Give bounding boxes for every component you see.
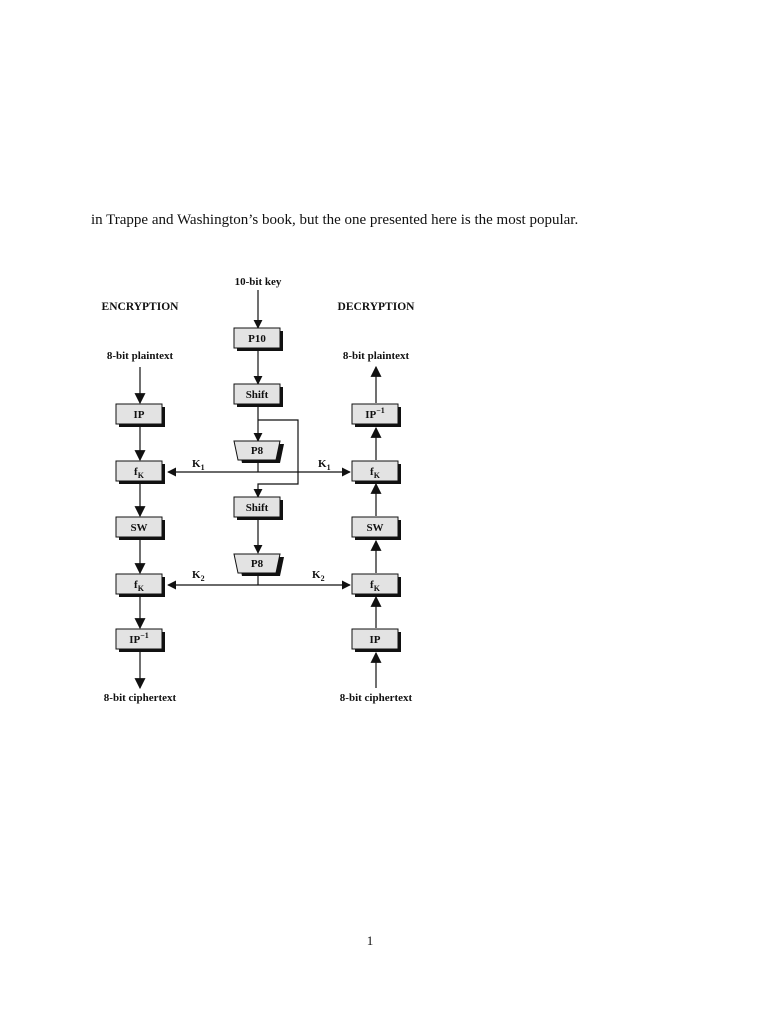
key-label: 10-bit key (235, 276, 282, 288)
enc-output-label: 8-bit ciphertext (104, 692, 177, 704)
dec-ip-box: IP (351, 628, 401, 652)
svg-text:P10: P10 (248, 333, 266, 345)
svg-text:fK: fK (370, 466, 381, 480)
k2-label-right: K2 (312, 569, 325, 583)
dec-output-label: 8-bit plaintext (343, 350, 410, 362)
svg-text:P8: P8 (251, 445, 264, 457)
dec-fk1-box: fK (351, 460, 401, 484)
svg-text:IP: IP (370, 634, 381, 646)
shift-box-1: Shift (233, 383, 283, 407)
svg-text:Shift: Shift (246, 389, 269, 401)
svg-text:SW: SW (366, 522, 383, 534)
svg-text:IP−1: IP−1 (365, 406, 385, 421)
shift-box-2: Shift (233, 496, 283, 520)
k1-label-left: K1 (192, 458, 205, 472)
page-number: 1 (366, 933, 374, 948)
svg-text:fK: fK (370, 579, 381, 593)
svg-text:fK: fK (134, 466, 145, 480)
dec-ip-inverse-box: IP−1 (351, 403, 401, 427)
dec-input-label: 8-bit ciphertext (340, 692, 413, 704)
svg-text:IP: IP (134, 409, 145, 421)
svg-text:P8: P8 (251, 558, 264, 570)
enc-ip-inverse-box: IP−1 (115, 628, 165, 652)
k2-label-left: K2 (192, 569, 205, 583)
decryption-heading: DECRYPTION (338, 301, 416, 313)
enc-fk1-box: fK (115, 460, 165, 484)
dec-fk2-box: fK (351, 573, 401, 597)
p8-box-2: P8 (233, 553, 284, 576)
body-text: in Trappe and Washington’s book, but the… (91, 212, 579, 228)
k1-label-right: K1 (318, 458, 331, 472)
enc-sw-box: SW (115, 516, 165, 540)
svg-text:SW: SW (130, 522, 147, 534)
enc-fk2-box: fK (115, 573, 165, 597)
svg-text:IP−1: IP−1 (129, 631, 149, 646)
p10-box: P10 (233, 327, 283, 351)
svg-text:Shift: Shift (246, 502, 269, 514)
enc-input-label: 8-bit plaintext (107, 350, 174, 362)
enc-ip-box: IP (115, 403, 165, 427)
p8-box-1: P8 (233, 440, 284, 463)
encryption-heading: ENCRYPTION (102, 301, 180, 313)
dec-sw-box: SW (351, 516, 401, 540)
svg-text:fK: fK (134, 579, 145, 593)
